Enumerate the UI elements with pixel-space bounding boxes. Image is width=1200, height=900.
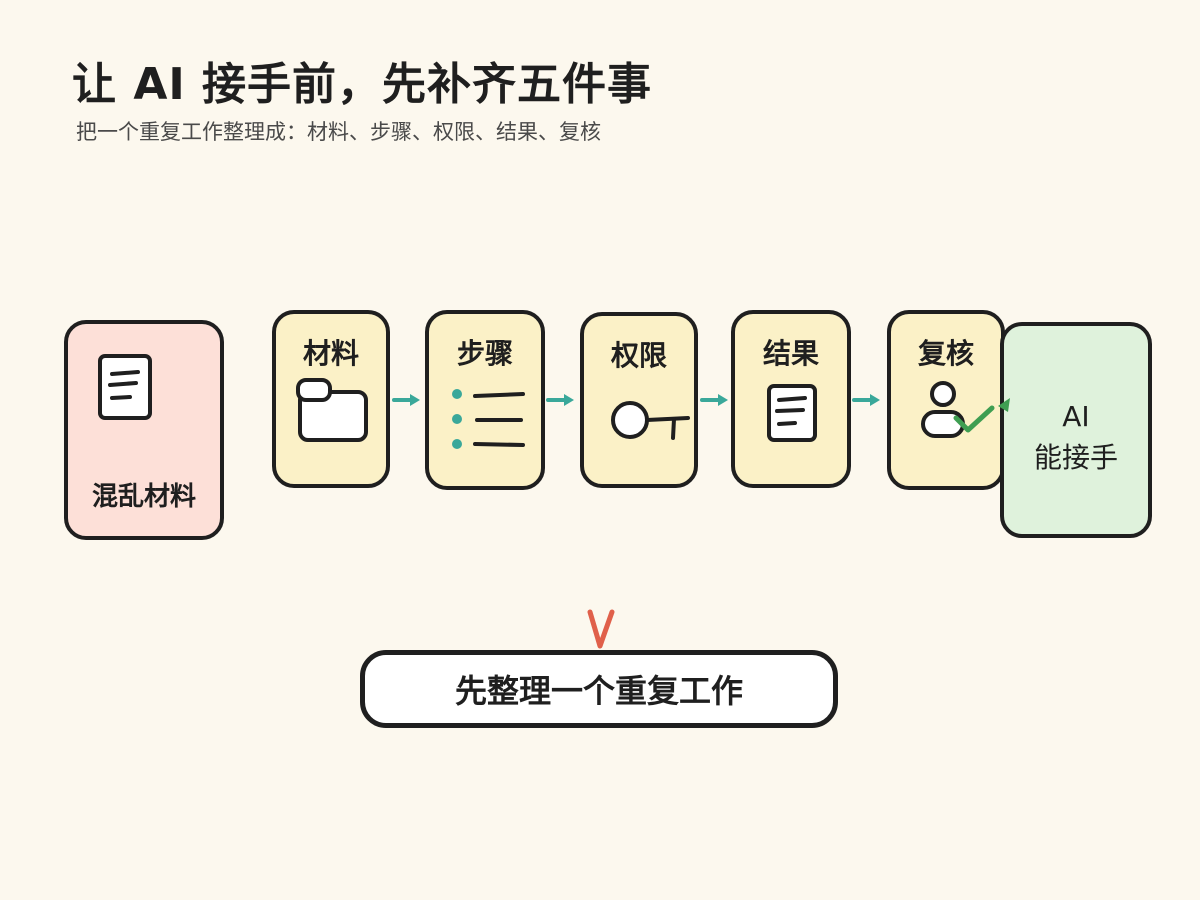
start-card: 混乱材料 xyxy=(64,320,224,540)
folder-icon xyxy=(296,378,368,442)
flow-arrow-3 xyxy=(700,394,728,406)
flow-arrow-4 xyxy=(852,394,880,406)
step-label-results: 结果 xyxy=(762,337,819,370)
check-icon xyxy=(953,398,1010,433)
bottom-action-box: 先整理一个重复工作 xyxy=(360,650,838,728)
page-subtitle: 把一个重复工作整理成：材料、步骤、权限、结果、复核 xyxy=(76,120,601,144)
step-label-review: 复核 xyxy=(917,337,974,370)
flow-arrow-2 xyxy=(546,394,574,406)
start-card-label: 混乱材料 xyxy=(91,482,196,512)
end-card-line1: AI xyxy=(1062,400,1090,433)
step-card-steps: 步骤 xyxy=(425,310,545,490)
end-card-line2: 能接手 xyxy=(1033,441,1118,474)
step-card-materials: 材料 xyxy=(272,310,390,488)
step-card-permissions: 权限 xyxy=(580,312,698,488)
document-icon xyxy=(767,384,817,442)
step-label-permissions: 权限 xyxy=(610,339,667,372)
bottom-action-label: 先整理一个重复工作 xyxy=(454,672,743,710)
step-card-results: 结果 xyxy=(731,310,851,488)
document-icon xyxy=(98,354,152,420)
user-icon xyxy=(921,381,965,438)
down-marker-icon xyxy=(587,609,615,649)
step-label-materials: 材料 xyxy=(302,337,359,370)
key-icon xyxy=(611,401,690,440)
end-card: AI 能接手 xyxy=(1000,322,1152,538)
list-icon xyxy=(452,389,525,449)
step-label-steps: 步骤 xyxy=(456,337,513,370)
flow-arrow-1 xyxy=(392,394,420,406)
page-title: 让 AI 接手前，先补齐五件事 xyxy=(72,59,653,110)
step-card-review: 复核 xyxy=(887,310,1005,490)
